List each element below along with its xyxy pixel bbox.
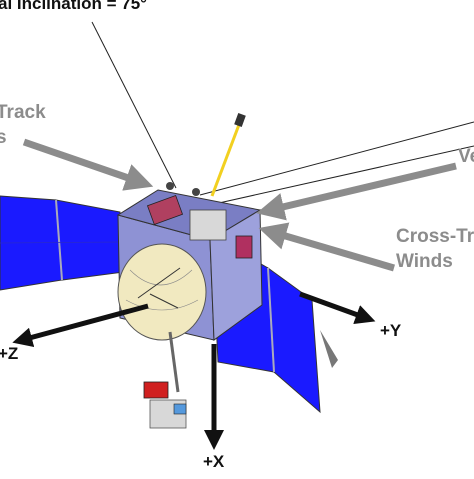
axis-y-arrow: [299, 291, 376, 324]
velocity-label: Ve: [458, 146, 474, 167]
axis-y-label: +Y: [380, 321, 402, 340]
inclination-title: al Inclination = 75°: [0, 0, 147, 13]
high-gain-antenna: [117, 243, 207, 341]
cross-track-arrow: [258, 222, 395, 272]
velocity-line-upper: [199, 121, 474, 196]
axis-z-arrow: [12, 303, 149, 348]
cross-track-label-line1: Cross-Tra: [396, 226, 474, 247]
velocity-arrow: [256, 162, 457, 221]
along-track-label-line1: Track: [0, 102, 46, 123]
inclination-line: [91, 21, 177, 189]
along-track-label-line2: s: [0, 127, 7, 148]
velocity-line-lower: [209, 145, 474, 206]
along-track-arrow: [22, 138, 154, 191]
left-solar-array: [0, 195, 125, 291]
axis-x-label: +X: [203, 452, 225, 471]
lower-instrument: [143, 331, 187, 429]
cross-track-label-line2: Winds: [396, 251, 453, 272]
axis-z-label: +Z: [0, 344, 19, 363]
mast-boom: [210, 112, 246, 197]
